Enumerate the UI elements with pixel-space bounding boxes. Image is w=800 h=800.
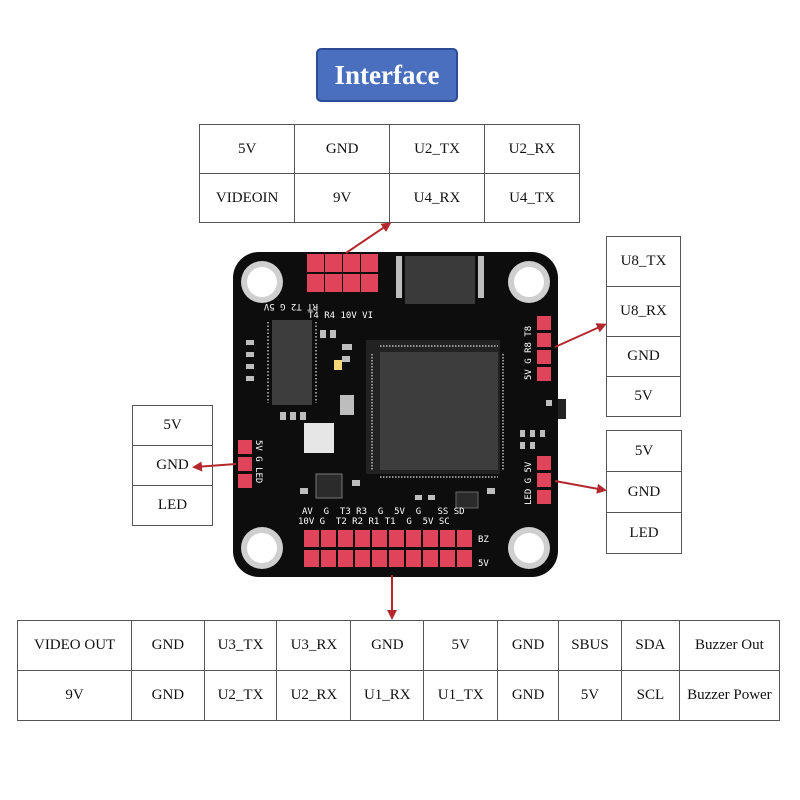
left-connector-table: 5V GND LED [132,405,213,526]
pin-cell: U2_TX [203,670,278,721]
pin-cell: GND [497,670,559,721]
flash-chip [405,256,475,304]
osd-chip [272,320,312,405]
right-lower-connector-table: 5V GND LED [606,430,682,554]
table-row: U8_TX [606,236,681,287]
pin-cell: LED [132,485,213,526]
silk-label: RT T2 G 5V [263,301,318,311]
baro-sensor [304,423,334,453]
solder-pad [304,530,319,547]
table-row: 5V GND U2_TX U2_RX [198,124,581,174]
silk-label: AV G T3 R3 G 5V G SS SD [302,507,465,517]
bottom-connector-table: VIDEO OUT GND U3_TX U3_RX GND 5V GND SBU… [16,620,781,721]
top-connector-table: 5V GND U2_TX U2_RX VIDEOIN 9V U4_RX U4_T… [198,124,581,223]
table-row: LED [606,512,682,554]
silk-label: BZ [478,535,489,545]
table-row: 5V [606,376,681,417]
silk-label: T4 R4 10V VI [308,311,373,321]
pin-cell: 5V [606,376,681,417]
pin-cell: U8_RX [606,286,681,337]
solder-pad [321,530,336,547]
table-row: GND [606,471,682,513]
table-row: VIDEOIN 9V U4_RX U4_TX [198,173,581,223]
solder-pad [338,550,353,567]
pin-cell: 5V [557,670,622,721]
silk-label: 10V G T2 R2 R1 T1 G 5V SC [298,517,450,527]
solder-pad [304,550,319,567]
solder-pad [457,530,472,547]
gyro-chip [315,473,343,499]
mounting-hole-icon [241,261,283,303]
pin-cell: SCL [620,670,680,721]
solder-pad [372,550,387,567]
pin-cell: SDA [620,620,680,671]
arrow-icon [345,222,392,254]
silk-label: LED G 5V [524,461,534,505]
pin-cell: Buzzer Out [678,620,781,671]
mounting-hole-icon [241,527,283,569]
solder-pad [457,550,472,567]
arrow-icon [192,461,237,472]
solder-pad [440,550,455,567]
bottom-pad-block [304,530,472,567]
silk-label: 5V [478,559,489,569]
pin-cell: SBUS [557,620,622,671]
right-upper-connector-table: U8_TX U8_RX GND 5V [606,236,681,417]
arrow-icon [554,480,607,494]
table-row: GND [606,336,681,377]
silk-label: 5V G LED [253,440,263,483]
mounting-hole-icon [508,527,550,569]
pin-cell: U1_TX [423,670,499,721]
table-row: LED [132,485,213,526]
solder-pad [440,530,455,547]
table-row: 9V GND U2_TX U2_RX U1_RX U1_TX GND 5V SC… [16,670,781,721]
solder-pad [406,530,421,547]
solder-pad [372,530,387,547]
solder-pad [321,550,336,567]
right-lower-pad-block [537,456,551,504]
pin-cell: 9V [16,670,133,721]
boot-button [558,399,566,419]
pin-cell: GND [350,620,425,671]
pin-cell: GND [131,620,205,671]
pin-cell: GND [131,670,205,721]
table-row: U8_RX [606,286,681,337]
solder-pad [355,550,370,567]
solder-pad [406,550,421,567]
pin-cell: U3_TX [203,620,278,671]
pin-cell: GND [497,620,559,671]
pin-cell: VIDEOIN [198,173,296,223]
pin-cell: GND [606,471,682,513]
left-pad-block [238,440,252,488]
top-pad-block [307,254,378,292]
pin-cell: U8_TX [606,236,681,287]
pin-cell: U4_TX [483,173,581,223]
mounting-hole-icon [508,261,550,303]
pin-cell: LED [606,512,682,554]
table-row: VIDEO OUT GND U3_TX U3_RX GND 5V GND SBU… [16,620,781,671]
solder-pad [355,530,370,547]
solder-pad [389,530,404,547]
silk-label: 5V G R8 T8 [524,326,534,380]
pin-cell: Buzzer Power [678,670,781,721]
solder-pad [423,530,438,547]
pin-cell: U1_RX [350,670,425,721]
solder-pad [423,550,438,567]
solder-pad [338,530,353,547]
right-upper-pad-block [537,316,551,381]
pin-cell: U2_RX [276,670,352,721]
pin-cell: GND [606,336,681,377]
solder-pad [389,550,404,567]
pin-cell: VIDEO OUT [16,620,133,671]
title-box: Interface [316,48,458,102]
mcu-chip [380,352,498,470]
pin-cell: U4_RX [389,173,485,223]
pin-cell: 5V [198,124,296,174]
arrow-icon [554,323,607,348]
